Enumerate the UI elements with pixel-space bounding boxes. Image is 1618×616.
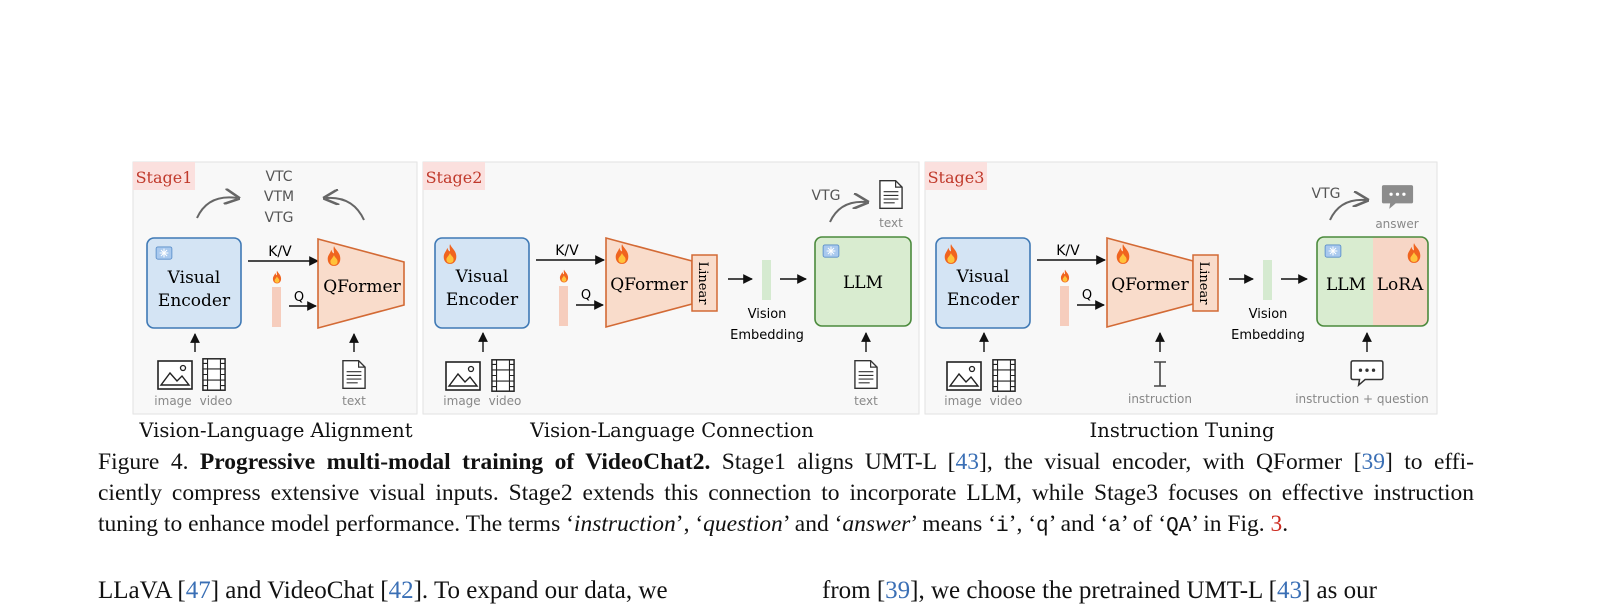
objective-vtm: VTM [264,189,294,205]
query-tokens [272,287,281,327]
stage1-caption: Vision-Language Alignment [139,419,413,442]
encoder-label-line1: Visual [455,267,509,287]
query-tokens [559,286,568,326]
qformer-label: QFormer [1111,275,1189,295]
citation-link[interactable]: 43 [955,449,980,475]
qformer-label: QFormer [323,277,401,297]
linear-label: Linear [695,262,710,306]
image-label: image [944,394,981,408]
body-left-column: LLaVA [47] and VideoChat [42]. To expand… [98,577,668,604]
embedding-label-line2: Embedding [730,328,804,343]
caption-bold-title: Progressive multi-modal training of Vide… [199,449,711,475]
text-label: text [342,394,366,408]
output-text-label: text [879,216,903,230]
objective-vtg: VTG [812,188,841,204]
encoder-label-line1: Visual [956,267,1010,287]
body-right-column: from [39], we choose the pretrained UMT-… [822,577,1377,604]
vision-embedding-tokens [1263,260,1272,300]
objective-arrow-left [196,197,237,219]
image-icon [445,361,481,391]
stage3-caption: Instruction Tuning [1089,419,1275,442]
kv-label: K/V [268,244,292,260]
stage1-tag [133,162,195,190]
stage1-panel: Stage1 VTC VTM VTG Visual Encoder K/V Q … [132,161,418,415]
frozen-icon [1324,244,1342,258]
llm-label: LLM [843,273,883,293]
frozen-icon [822,244,840,258]
text-cursor-icon [1154,361,1166,387]
embedding-label-line1: Vision [748,307,787,322]
llm-label: LLM [1326,275,1366,295]
vision-embedding-tokens [762,260,771,300]
encoder-label-line2: Encoder [947,290,1020,310]
stage3-linear [1192,254,1219,312]
image-icon [157,360,193,390]
stage2-label: Stage2 [426,168,483,187]
output-text-icon [879,179,903,210]
stage3-panel: Stage3 VTG answer Visual Encoder K/V Q Q… [924,161,1438,415]
objective-arrow-right [326,198,365,221]
caption-line-3: tuning to enhance model performance. The… [98,511,1289,538]
stage1-visual-encoder [146,237,242,329]
query-tokens [1060,286,1069,326]
video-label: video [200,394,233,408]
figure-4-diagram: Stage1 VTC VTM VTG Visual Encoder K/V Q … [132,161,1438,415]
figure-caption: Figure 4. Progressive multi-modal traini… [98,447,1474,542]
kv-label: K/V [1056,243,1080,259]
citation-link[interactable]: 47 [185,577,211,604]
video-label: video [990,394,1023,408]
encoder-label-line2: Encoder [158,291,231,311]
video-icon [202,358,226,391]
encoder-label-line2: Encoder [446,290,519,310]
video-label: video [489,394,522,408]
stage3-llm [1317,237,1373,326]
stage2-linear [691,254,718,312]
stage3-visual-encoder [935,237,1031,329]
citation-link[interactable]: 39 [885,577,911,604]
citation-link[interactable]: 39 [1361,449,1385,475]
objective-arrow [829,202,866,223]
stage2-caption: Vision-Language Connection [530,419,814,442]
figure-reference-link[interactable]: 3 [1270,511,1283,537]
video-icon [491,359,515,392]
objective-arrow [1329,200,1366,221]
qformer-label: QFormer [610,275,688,295]
image-label: image [443,394,480,408]
frozen-icon [155,246,173,260]
objective-vtg: VTG [265,210,294,226]
image-label: image [154,394,191,408]
q-label: Q [581,288,591,303]
encoder-label-line1: Visual [167,268,221,288]
lora-label: LoRA [1377,275,1424,295]
stage2-llm [814,236,912,327]
video-icon [992,359,1016,392]
embedding-label-line1: Vision [1249,307,1288,322]
text-label: text [854,394,878,408]
stage2-visual-encoder [434,237,530,329]
instruction-label: instruction [1128,392,1192,406]
objective-vtg: VTG [1312,186,1341,202]
citation-link[interactable]: 42 [388,577,414,604]
text-document-icon [342,359,366,390]
image-icon [946,361,982,391]
caption-line-2: ciently compress extensive visual inputs… [98,480,1474,506]
kv-label: K/V [555,243,579,259]
stage1-label: Stage1 [136,168,193,187]
q-label: Q [294,290,304,305]
stage2-panel: Stage2 VTG text Visual Encoder K/V Q QFo… [422,161,920,415]
citation-link[interactable]: 43 [1276,577,1302,604]
stage3-tag [925,162,987,190]
linear-label: Linear [1196,262,1211,306]
objective-vtc: VTC [265,169,292,185]
caption-line-1: Figure 4. Progressive multi-modal traini… [98,449,1474,475]
answer-label: answer [1375,217,1418,231]
text-document-icon [854,359,878,390]
stage2-tag [423,162,485,190]
q-label: Q [1082,288,1092,303]
stage3-label: Stage3 [928,168,985,187]
embedding-label-line2: Embedding [1231,328,1305,343]
instruction-question-label: instruction + question [1295,392,1429,406]
